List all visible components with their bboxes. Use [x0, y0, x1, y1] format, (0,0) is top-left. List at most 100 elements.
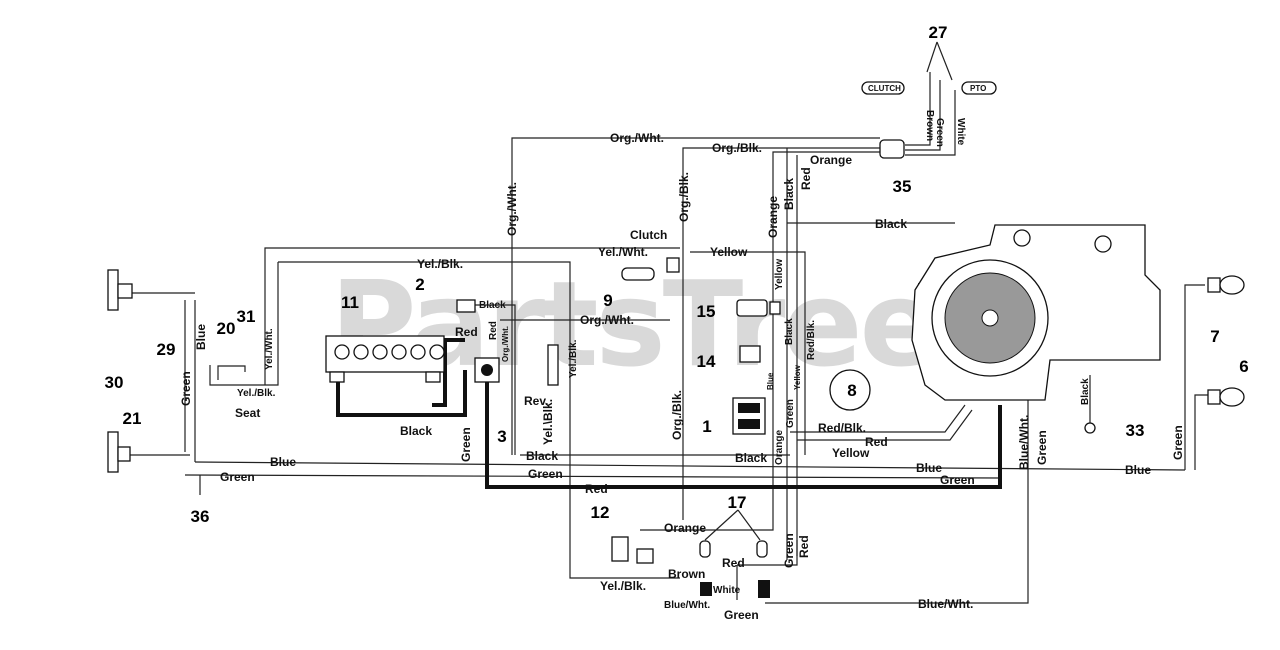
callout-35: 35: [893, 177, 912, 196]
cable-red-batt: [432, 338, 465, 407]
label-brown-27: Brown: [924, 110, 935, 141]
label-red-blk-15: Red/Blk.: [806, 320, 817, 360]
callout-36: 36: [191, 507, 210, 526]
rev-switch: [547, 344, 559, 386]
label-green-eng-vert: Green: [1035, 430, 1049, 465]
label-green-27: Green: [934, 118, 945, 147]
wire-blue-right: [1184, 284, 1205, 470]
leader-27: [926, 41, 953, 81]
label-orange-1: Orange: [774, 430, 785, 465]
connector-12b: [758, 580, 770, 598]
label-orange-top: Orange: [810, 153, 852, 167]
callout-27: 27: [929, 23, 948, 42]
wire-orange: [772, 151, 880, 520]
engine-plug: [1013, 229, 1031, 247]
label-red-17v: Red: [797, 535, 811, 558]
label-blue-29: Blue: [194, 324, 208, 350]
label-yellow-1: Yellow: [793, 364, 802, 390]
battery-terminal-pos: [425, 371, 441, 383]
label-orange-vert: Orange: [766, 196, 780, 238]
wire-green-27: [905, 80, 941, 151]
engine-fan-hub: [981, 309, 999, 327]
wire-blue-wht-bottom: [765, 400, 1029, 604]
battery-terminal-neg: [329, 371, 345, 383]
label-yel-wht-31: Yel./Wht.: [264, 328, 275, 370]
label-red-blk-eng: Red/Blk.: [818, 421, 866, 435]
label-green-mid: Green: [528, 467, 563, 481]
bulb-6: [1219, 387, 1245, 407]
connector-2: [456, 299, 476, 313]
label-black-vert: Black: [782, 178, 796, 210]
callout-6: 6: [1239, 357, 1248, 376]
label-blue-wht-eng: Blue/Wht.: [1017, 415, 1031, 470]
label-blue-1: Blue: [766, 372, 775, 390]
cable-black-batt: [336, 370, 467, 417]
socket-29: [117, 283, 133, 299]
wire-org-blk: [682, 147, 880, 520]
label-yel-wht-9: Yel./Wht.: [598, 245, 648, 259]
engine-bolt: [1094, 235, 1112, 253]
label-black-33: Black: [1080, 378, 1091, 405]
label-org-blk-vert: Org./Blk.: [677, 172, 691, 222]
wire-yel-blk-seat: [209, 262, 279, 386]
label-black-mid: Black: [526, 449, 558, 463]
wire-red-17: [737, 540, 798, 566]
label-yel-blk-12: Yel./Blk.: [600, 579, 646, 593]
part-15: [736, 299, 768, 317]
label-red-batt: Red: [455, 325, 478, 339]
connector-35: [879, 139, 905, 159]
box-pto: [961, 81, 997, 95]
callout-20: 20: [217, 319, 236, 338]
seat-switch: [217, 365, 246, 380]
label-yellow-15: Yellow: [774, 259, 785, 290]
socket-6: [1207, 389, 1221, 405]
wire-yellow: [690, 251, 806, 455]
bulb-17b: [756, 540, 768, 558]
callout-31: 31: [237, 307, 256, 326]
label-yel-blk-seat: Yel./Blk.: [237, 388, 276, 399]
cable-red-main: [485, 380, 1002, 489]
switch-12-plug: [636, 548, 654, 564]
bulb-17a: [699, 540, 711, 558]
callout-21: 21: [123, 409, 142, 428]
callout-9: 9: [603, 291, 612, 310]
label-green-1: Green: [785, 399, 796, 428]
headlight-29: [107, 269, 119, 311]
bulb-7: [1219, 275, 1245, 295]
label-blue-eng: Blue: [916, 461, 942, 475]
wire-red-blk-eng: [790, 404, 966, 433]
label-clutch-box: CLUTCH: [868, 84, 901, 93]
label-black-right: Black: [735, 451, 767, 465]
headlight-21: [107, 431, 119, 473]
wire-yel-wht: [264, 247, 680, 385]
label-yel-blk-rev2: Yel.\Blk.: [541, 399, 555, 445]
label-black-batt: Black: [400, 424, 432, 438]
label-seat: Seat: [235, 406, 260, 420]
label-rev: Rev.: [524, 394, 548, 408]
label-white-12: White: [713, 585, 741, 596]
battery-cables: [336, 338, 1002, 489]
callout-15: 15: [697, 302, 716, 321]
label-green-right: Green: [1171, 425, 1185, 460]
switch-12: [611, 536, 629, 562]
label-black-15: Black: [784, 318, 795, 345]
label-orange-17: Orange: [664, 521, 706, 535]
part-8-circle: [829, 369, 871, 411]
label-pto-box: PTO: [970, 84, 986, 93]
label-yellow-9: Yellow: [710, 245, 748, 259]
wire-brown-27: [905, 72, 931, 146]
label-red-vert-batt: Red: [488, 321, 499, 340]
wire-green-right: [1194, 394, 1210, 470]
label-clutch: Clutch: [630, 228, 667, 242]
label-yellow-eng: Yellow: [832, 446, 870, 460]
label-red-mid: Red: [585, 482, 608, 496]
label-blue-wht-bottom: Blue/Wht.: [918, 597, 973, 611]
label-yel-blk-rev: Yel./Blk.: [568, 339, 579, 378]
wire-labels: Org./Wht. Org./Blk. Orange CLUTCH PTO Br…: [179, 84, 1185, 622]
callouts: 27 35 2 11 9 15 14 1 3 8 31 20 29 30 21 …: [105, 23, 1249, 526]
callout-2: 2: [415, 275, 424, 294]
label-org-blk-low: Org./Blk.: [670, 390, 684, 440]
callout-1: 1: [702, 417, 711, 436]
wire-blue-bottom: [194, 461, 1186, 471]
